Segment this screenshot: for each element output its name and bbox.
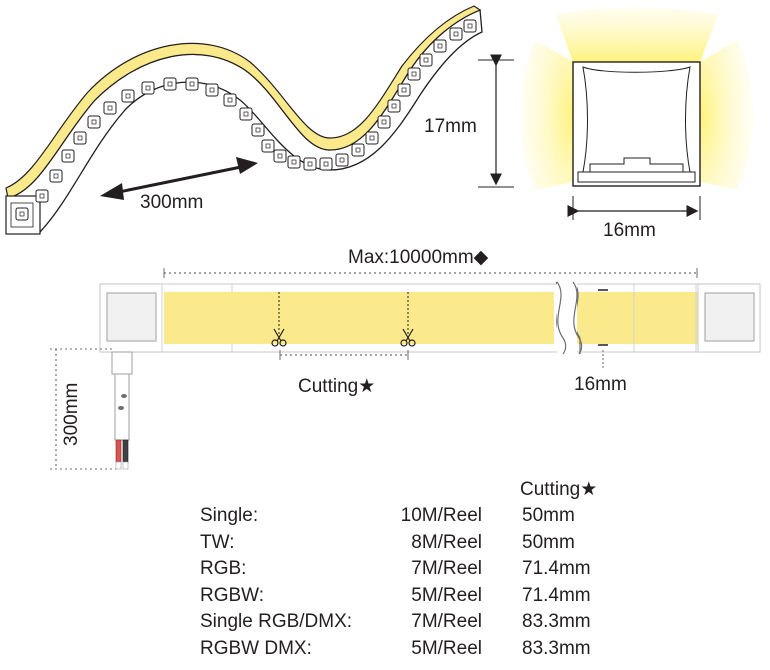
led-chip-dot <box>39 193 45 199</box>
led-chip <box>287 155 301 169</box>
led-chip-dot <box>381 119 387 125</box>
led-chip <box>251 123 265 137</box>
led-chip <box>449 27 463 41</box>
led-chip-dot <box>453 31 459 37</box>
strip-led-area-2 <box>576 292 698 344</box>
led-chip-dot <box>65 153 71 159</box>
led-chip-dot <box>355 147 361 153</box>
led-chip <box>419 53 433 67</box>
led-chips <box>15 19 477 221</box>
led-chip-dot <box>467 23 473 29</box>
led-chip <box>121 89 135 103</box>
led-chip <box>205 83 219 97</box>
wire-black <box>122 439 129 463</box>
led-chip-dot <box>167 81 173 87</box>
led-chip <box>223 93 237 107</box>
led-chip-dot <box>401 87 407 93</box>
led-chip-dot <box>323 161 329 167</box>
curve-length-label: 300mm <box>140 192 203 213</box>
led-chip-dot <box>243 111 249 117</box>
led-chip-dot <box>411 71 417 77</box>
led-chip-dot <box>369 135 375 141</box>
led-chip <box>239 107 253 121</box>
bent-strip-illustration: 300mm <box>5 5 483 235</box>
led-chip-dot <box>209 87 215 93</box>
max-length-label: Max:10000mm◆ <box>348 247 489 268</box>
led-chip-dot <box>19 211 25 217</box>
led-chip <box>387 99 401 113</box>
led-chip <box>61 149 75 163</box>
led-chip <box>463 19 477 33</box>
profile-base <box>589 157 684 172</box>
led-chip-dot <box>189 81 195 87</box>
led-chip-dot <box>339 157 345 163</box>
led-chip <box>273 149 287 163</box>
led-chip-dot <box>77 135 83 141</box>
flat-strip-illustration: Max:10000mm◆ <box>50 247 761 470</box>
height-label: 17mm <box>424 116 477 137</box>
strip-led-area <box>164 292 554 344</box>
led-chip <box>365 131 379 145</box>
glow-left <box>520 40 573 190</box>
wire-red <box>115 439 122 463</box>
led-chip <box>15 207 29 221</box>
section-width-label: 16mm <box>603 220 656 241</box>
curve-dim-line <box>113 164 247 195</box>
led-chip-dot <box>227 97 233 103</box>
led-chip <box>351 143 365 157</box>
glow-top <box>556 7 718 62</box>
glow-right <box>700 40 753 190</box>
led-chip-dot <box>307 161 313 167</box>
curve-dim-arrow-left <box>100 183 124 200</box>
led-chip-dot <box>265 143 271 149</box>
led-chip <box>35 189 49 203</box>
led-chip-dot <box>255 127 261 133</box>
scissors-icon <box>271 328 287 347</box>
led-chip-dot <box>145 85 151 91</box>
strip-width-label: 16mm <box>574 374 627 395</box>
led-chip <box>303 157 317 171</box>
lead-length-label: 300mm <box>61 383 82 446</box>
led-chip-dot <box>107 105 113 111</box>
led-chip-dot <box>91 119 97 125</box>
led-chip <box>397 83 411 97</box>
led-chip <box>103 101 117 115</box>
led-chip <box>163 77 177 91</box>
led-chip-dot <box>53 173 59 179</box>
led-chip <box>185 77 199 91</box>
profile-inner <box>582 66 691 173</box>
scissors-icon <box>400 328 416 347</box>
led-chip <box>433 39 447 53</box>
led-chip <box>49 169 63 183</box>
led-chip <box>335 153 349 167</box>
led-chip-dot <box>291 159 297 165</box>
led-chip-dot <box>437 43 443 49</box>
led-chip <box>407 67 421 81</box>
led-chip <box>73 131 87 145</box>
led-chip <box>87 115 101 129</box>
cross-section-illustration: 17mm 16mm <box>424 7 753 241</box>
cutting-label: Cutting★ <box>298 376 375 397</box>
led-chip <box>319 157 333 171</box>
lead-grommet <box>111 351 133 375</box>
profile-bottom <box>577 171 696 183</box>
led-chip <box>141 81 155 95</box>
bent-strip-led-face <box>5 5 482 199</box>
led-chip-dot <box>125 93 131 99</box>
led-chip-dot <box>277 153 283 159</box>
led-chip <box>261 139 275 153</box>
led-chip-dot <box>391 103 397 109</box>
curve-dim-arrow-right <box>236 157 258 174</box>
led-chip-dot <box>423 57 429 63</box>
led-chip <box>377 115 391 129</box>
